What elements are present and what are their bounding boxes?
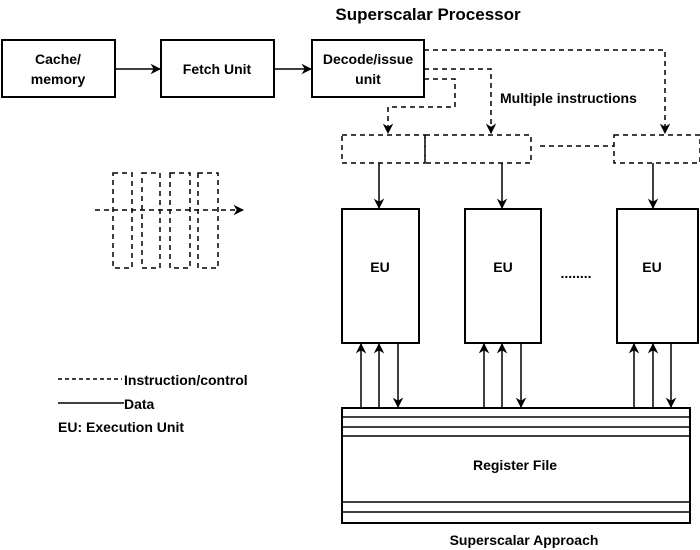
execution-unit-3: EU — [616, 208, 699, 344]
data-arrows — [355, 342, 677, 409]
svg-text:Cache/: Cache/ — [35, 51, 81, 67]
legend-abbrev: EU: Execution Unit — [58, 419, 184, 435]
pipeline-illustration — [95, 172, 245, 269]
svg-text:EU: EU — [642, 259, 661, 275]
control-arrow — [382, 78, 456, 135]
decode-issue-block: Decode/issue unit — [311, 39, 425, 98]
execution-unit-2: EU — [464, 208, 542, 344]
legend: Instruction/control Data EU: Execution U… — [58, 372, 248, 435]
instruction-buffer — [341, 134, 426, 164]
svg-text:Fetch Unit: Fetch Unit — [183, 61, 252, 77]
cache-memory-block: Cache/ memory — [1, 39, 116, 98]
ellipsis: ........ — [560, 265, 591, 281]
legend-dashed-label: Instruction/control — [124, 372, 248, 388]
multiple-instructions-label: Multiple instructions — [500, 90, 637, 106]
legend-solid-label: Data — [124, 396, 155, 412]
svg-text:EU: EU — [493, 259, 512, 275]
control-arrow — [424, 68, 497, 135]
execution-unit-1: EU — [341, 208, 420, 344]
svg-text:Decode/issue: Decode/issue — [323, 51, 413, 67]
fetch-unit-block: Fetch Unit — [160, 39, 275, 98]
instruction-buffer — [424, 134, 532, 164]
instruction-buffer — [613, 134, 700, 164]
svg-text:unit: unit — [355, 71, 381, 87]
svg-text:Register File: Register File — [473, 457, 557, 473]
diagram-title: Superscalar Processor — [335, 5, 521, 24]
caption: Superscalar Approach — [450, 532, 599, 548]
svg-text:EU: EU — [370, 259, 389, 275]
register-file: Register File — [341, 407, 691, 524]
svg-text:memory: memory — [31, 71, 86, 87]
